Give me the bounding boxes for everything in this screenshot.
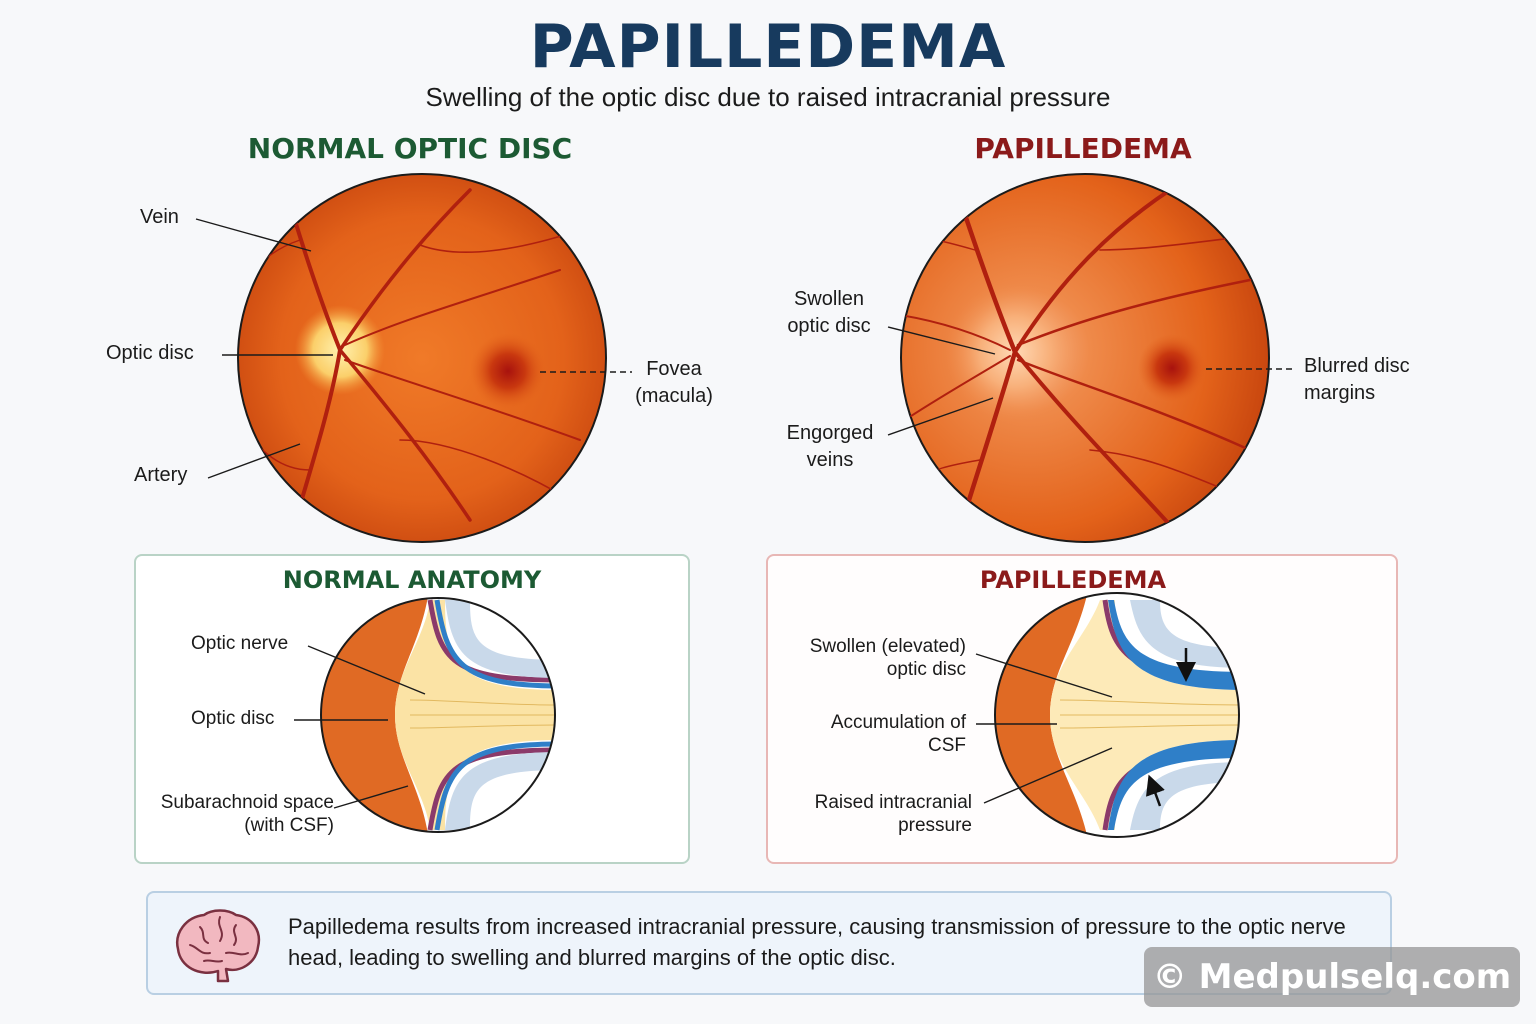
label-vein: Vein [140,206,179,228]
papilledema-fundus-heading: PAPILLEDEMA [974,132,1192,165]
papilledema-anatomy-heading: PAPILLEDEMA [979,566,1167,594]
label-swollen-line1: Swollen [793,288,865,310]
label-fovea-line2: (macula) [635,385,713,407]
label-artery: Artery [134,464,188,486]
label-subarachnoid-line1: Subarachnoid space [160,792,334,813]
label-csf-line1: Accumulation of [830,712,966,733]
summary-box: Papilledema results from increased intra… [146,891,1392,995]
label-subarachnoid-space: Subarachnoid space (with CSF) [148,791,334,837]
label-csf-line2: CSF [928,735,966,756]
label-pressure-line1: Raised intracranial [814,792,972,813]
label-optic-disc: Optic disc [106,342,194,364]
label-raised-pressure: Raised intracranial pressure [790,791,972,837]
label-swollen-optic-disc: Swollen optic disc [770,286,888,340]
label-swollen-line2: optic disc [787,315,871,337]
normal-fundus-leaders [195,218,632,479]
label-optic-nerve: Optic nerve [191,633,289,654]
normal-fundus-heading: NORMAL OPTIC DISC [247,132,573,165]
label-subarachnoid-line2: (with CSF) [244,815,334,836]
label-swollen-elevated-line2: optic disc [886,659,966,680]
label-swollen-elevated-disc: Swollen (elevated) optic disc [790,635,966,681]
papilledema-fundus-leaders [887,326,1294,436]
label-pressure-line2: pressure [898,815,972,836]
watermark: © Medpulselq.com [1144,947,1520,1007]
normal-fundus-image [237,173,607,543]
label-engorged-veins: Engorged veins [778,420,882,474]
label-fovea: Fovea (macula) [632,356,716,410]
label-engorged-line1: Engorged [786,422,874,444]
label-engorged-line2: veins [806,449,854,471]
label-blurred-line2: margins [1304,382,1376,404]
label-fovea-line1: Fovea [646,358,702,380]
label-swollen-elevated-line1: Swollen (elevated) [809,636,966,657]
page-subtitle: Swelling of the optic disc due to raised… [425,82,1111,112]
label-anatomy-optic-disc: Optic disc [191,708,275,729]
brain-icon [175,909,261,983]
label-blurred-line1: Blurred disc [1304,355,1410,377]
normal-anatomy-heading: NORMAL ANATOMY [282,566,542,594]
page-title: PAPILLEDEMA [529,12,1007,82]
summary-text: Papilledema results from increased intra… [288,914,1346,970]
papilledema-fundus-image [900,173,1270,543]
label-accumulation-csf: Accumulation of CSF [800,711,966,757]
label-blurred-margins: Blurred disc margins [1304,353,1410,407]
